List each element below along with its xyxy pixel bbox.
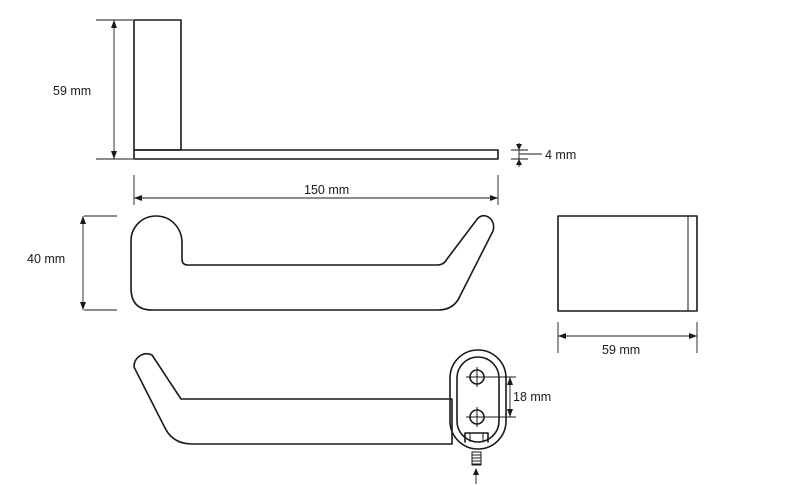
label-total-length: 150 mm	[304, 183, 349, 197]
label-side-height: 59 mm	[53, 84, 91, 98]
label-holder-height: 40 mm	[27, 252, 65, 266]
set-screw-arrow	[473, 468, 479, 484]
front-view: 40 mm	[27, 214, 495, 311]
end-view: 59 mm	[557, 215, 698, 357]
side-view: 59 mm 4 mm 150 mm	[53, 19, 576, 205]
top-view-arm-outline	[133, 352, 453, 445]
dim-end-width	[557, 322, 698, 353]
front-view-holder-outline	[130, 214, 495, 311]
mount-plate-outer	[449, 349, 507, 450]
dim-holder-height	[80, 215, 117, 311]
dim-hole-spacing	[488, 376, 516, 418]
dim-side-height	[96, 19, 133, 160]
mount-hole-bottom	[466, 407, 488, 427]
mount-plate-inner	[456, 356, 500, 443]
label-plate-thickness: 4 mm	[545, 148, 576, 162]
end-view-block	[557, 215, 698, 312]
label-end-width: 59 mm	[602, 343, 640, 357]
side-view-mount-block	[133, 19, 182, 151]
mount-hole-top	[466, 367, 488, 387]
set-screw	[471, 451, 482, 466]
side-view-arm-plate	[133, 149, 499, 160]
label-hole-spacing: 18 mm	[513, 390, 551, 404]
top-view: 18 mm	[133, 349, 551, 484]
set-screw-notch	[464, 432, 489, 443]
dim-plate-thickness	[511, 143, 542, 167]
dim-total-length	[133, 175, 499, 205]
